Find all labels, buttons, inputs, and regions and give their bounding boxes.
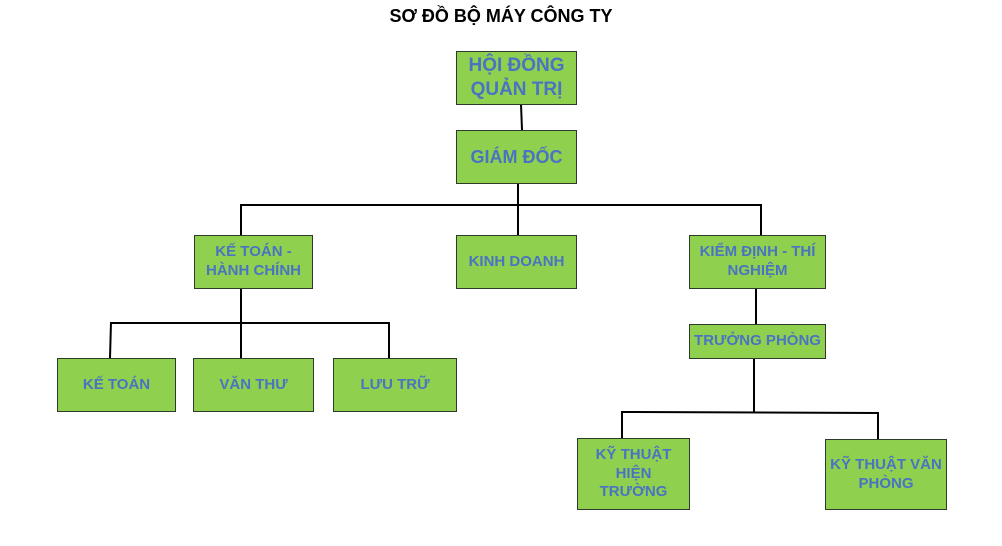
node-clerical: VĂN THƯ [193,358,314,412]
node-head-of-dept-label: TRƯỞNG PHÒNG [694,332,821,350]
node-inspection: KIỂM ĐỊNH - THÍ NGHIỆM [689,235,826,289]
node-accountant-label: KẾ TOÁN [82,375,151,393]
node-board-label: HỘI ĐỒNG QUẢN TRỊ [468,55,565,100]
node-director-label: GIÁM ĐỐC [470,146,563,167]
node-board: HỘI ĐỒNG QUẢN TRỊ [456,51,577,105]
chart-title: SƠ ĐỒ BỘ MÁY CÔNG TY [389,6,613,26]
connector-bus-accountant [109,321,112,359]
node-office-tech: KỸ THUẬT VĂN PHÒNG [825,439,947,510]
node-office-tech-label: KỸ THUẬT VĂN PHÒNG [830,455,942,492]
node-field-tech: KỸ THUẬT HIỆN TRƯỜNG [577,438,690,510]
node-head-of-dept: TRƯỞNG PHÒNG [689,324,826,359]
node-accountant: KẾ TOÁN [57,358,176,412]
node-sales: KINH DOANH [456,235,577,289]
connector-tech-bus [621,411,879,414]
node-director: GIÁM ĐỐC [456,130,577,184]
node-sales-label: KINH DOANH [468,252,565,270]
node-archive-label: LƯU TRỮ [360,375,430,393]
node-accounting-admin: KẾ TOÁN - HÀNH CHÍNH [194,235,313,289]
connector-board-director [520,103,523,131]
node-inspection-label: KIỂM ĐỊNH - THÍ NGHIỆM [699,243,816,279]
node-archive: LƯU TRỮ [333,358,457,412]
node-clerical-label: VĂN THƯ [219,375,288,393]
node-accounting-admin-label: KẾ TOÁN - HÀNH CHÍNH [206,243,301,279]
node-field-tech-label: KỸ THUẬT HIỆN TRƯỜNG [595,445,672,501]
